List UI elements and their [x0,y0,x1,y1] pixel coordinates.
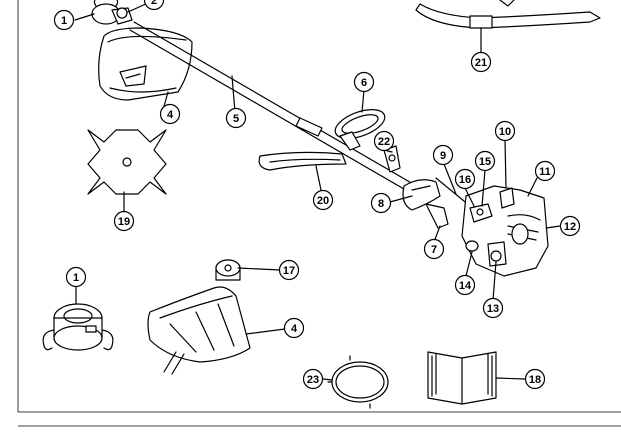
callout-9: 9 [432,144,454,166]
callout-23: 23 [302,368,324,390]
callout-21: 21 [470,51,492,73]
operator-manual [427,351,497,405]
callout-label: 6 [361,77,367,89]
callout-label: 2 [151,0,157,7]
callout-2: 2 [143,0,165,11]
guard-shield [98,27,193,101]
strap-hook [383,145,401,173]
callout-14: 14 [454,274,476,296]
callout-label: 18 [529,374,541,386]
callout-label: 17 [283,265,295,277]
callout-20: 20 [312,189,334,211]
callout-13: 13 [482,297,504,319]
callout-label: 20 [317,195,329,207]
throttle-handle [402,177,471,229]
trimmer-head-top [91,0,133,25]
trimmer-head-detail [42,303,114,351]
callout-label: 5 [233,113,239,125]
callout-12: 12 [559,215,581,237]
callout-label: 9 [440,150,446,162]
callout-label: 12 [564,221,576,233]
callout-label: 13 [487,303,499,315]
callout-22: 22 [373,130,395,152]
leader-lines [74,2,561,381]
callout-label: 16 [459,174,471,186]
callout-5: 5 [225,107,247,129]
drive-shaft [129,21,421,197]
callout-18: 18 [524,368,546,390]
callout-label: 22 [378,136,390,148]
callout-16: 16 [454,168,476,190]
callout-label: 10 [499,126,511,138]
o-ring [327,355,389,409]
callout-7: 7 [423,238,445,260]
callout-6: 6 [353,71,375,93]
callout-19: 19 [113,210,135,232]
callout-8: 8 [370,192,392,214]
callout-label: 1 [73,272,79,284]
callout-4: 4 [159,103,181,125]
four-tooth-blade [87,129,167,195]
callout-17: 17 [278,259,300,281]
loop-handle [334,109,386,151]
callout-label: 4 [167,109,174,121]
handle-bar [258,151,347,171]
callout-1-detail: 1 [65,266,87,288]
callout-label: 8 [378,198,384,210]
callout-1: 1 [53,9,75,31]
callout-11: 11 [534,160,556,182]
callout-4-detail: 4 [283,317,305,339]
shield-detail [147,259,251,375]
callout-label: 21 [475,57,487,69]
callout-10: 10 [494,120,516,142]
callout-label: 23 [307,374,319,386]
callout-label: 11 [539,166,551,178]
callout-label: 7 [431,244,437,256]
callout-label: 15 [479,156,491,168]
engine-unit [461,185,549,277]
callout-15: 15 [474,150,496,172]
callout-label: 19 [118,216,130,228]
callout-label: 4 [291,323,298,335]
callout-label: 1 [61,15,67,27]
callout-label: 14 [459,280,472,292]
harness-strap [415,0,601,53]
